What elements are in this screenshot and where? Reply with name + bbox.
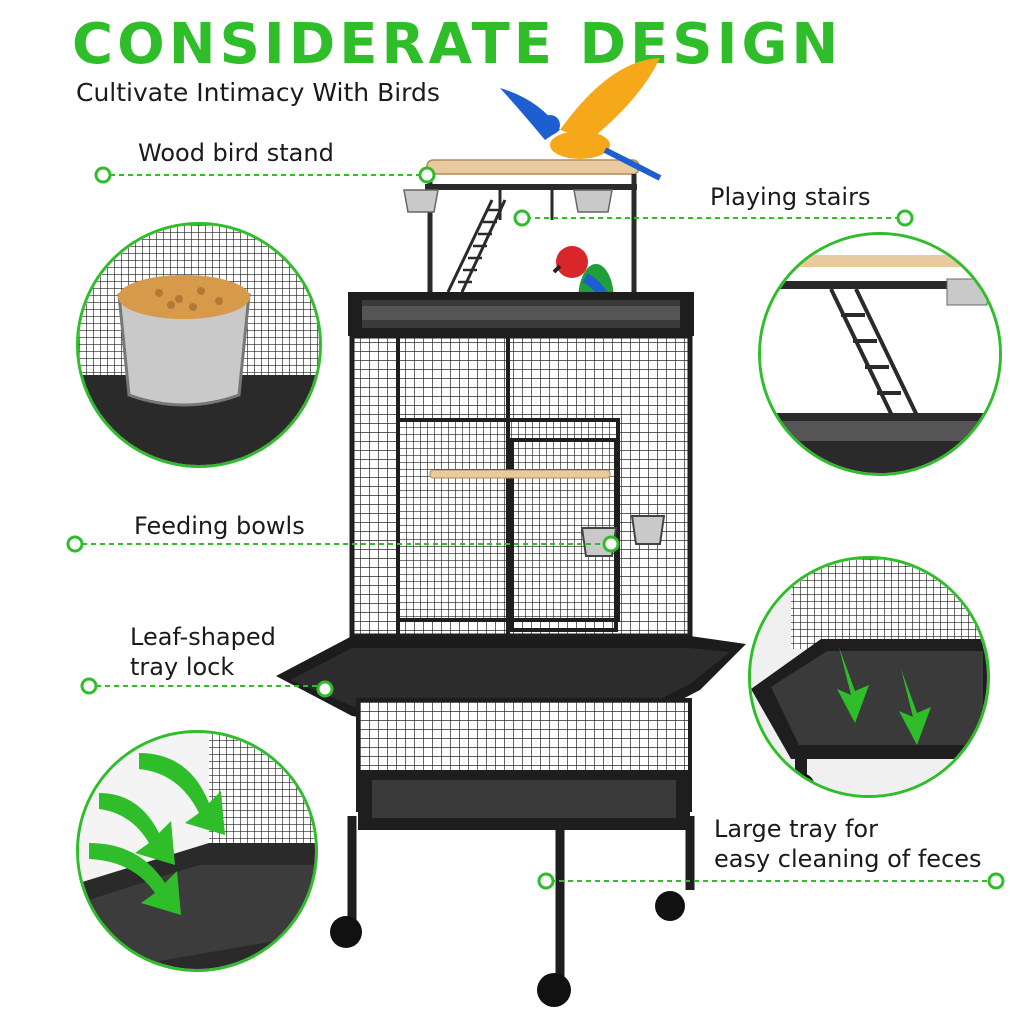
label-large-tray-line2: easy cleaning of feces [714,845,982,873]
callout-dot-icon [418,166,436,184]
label-tray-lock-line2: tray lock [130,653,235,681]
callout-dot-icon [987,872,1005,890]
detail-bubble-tray-lock [76,730,318,972]
label-playing-stairs: Playing stairs [710,183,871,211]
label-large-tray-line1: Large tray for [714,815,878,843]
detail-bubble-stairs [758,232,1002,476]
page-subtitle: Cultivate Intimacy With Birds [76,78,440,107]
page-title: CONSIDERATE DESIGN [72,12,843,77]
callout-dot-icon [80,677,98,695]
callout-dot-icon [896,209,914,227]
callout-dot-icon [316,680,334,698]
callout-dot-icon [66,535,84,553]
callout-dot-icon [537,872,555,890]
detail-bubble-feeding-bowl [76,222,322,468]
cage-roof [348,292,694,336]
green-down-arrow-icon [899,669,931,745]
green-down-arrow-icon [837,647,869,723]
callout-dot-icon [602,535,620,553]
cage-mesh-body [349,333,693,639]
callout-dot-icon [513,209,531,227]
cage-legs-and-wheels [330,816,695,1007]
green-curved-arrow-icon [99,793,175,865]
playing-stairs [446,199,507,293]
stand-feeding-bowls [403,189,613,213]
label-wood-bird-stand: Wood bird stand [138,139,334,167]
callout-dot-icon [94,166,112,184]
label-feeding-bowls: Feeding bowls [134,512,305,540]
label-tray-lock-line1: Leaf-shaped [130,623,276,651]
label-tray-lock: Leaf-shaped tray lock [130,622,276,682]
label-large-tray: Large tray for easy cleaning of feces [714,814,982,874]
flying-parrot [500,58,662,181]
cage-lower-drawer [356,698,692,830]
wood-bird-stand [425,159,640,300]
detail-bubble-large-tray [748,556,990,798]
green-curved-arrow-icon [139,753,225,835]
green-curved-arrow-icon [89,843,181,915]
